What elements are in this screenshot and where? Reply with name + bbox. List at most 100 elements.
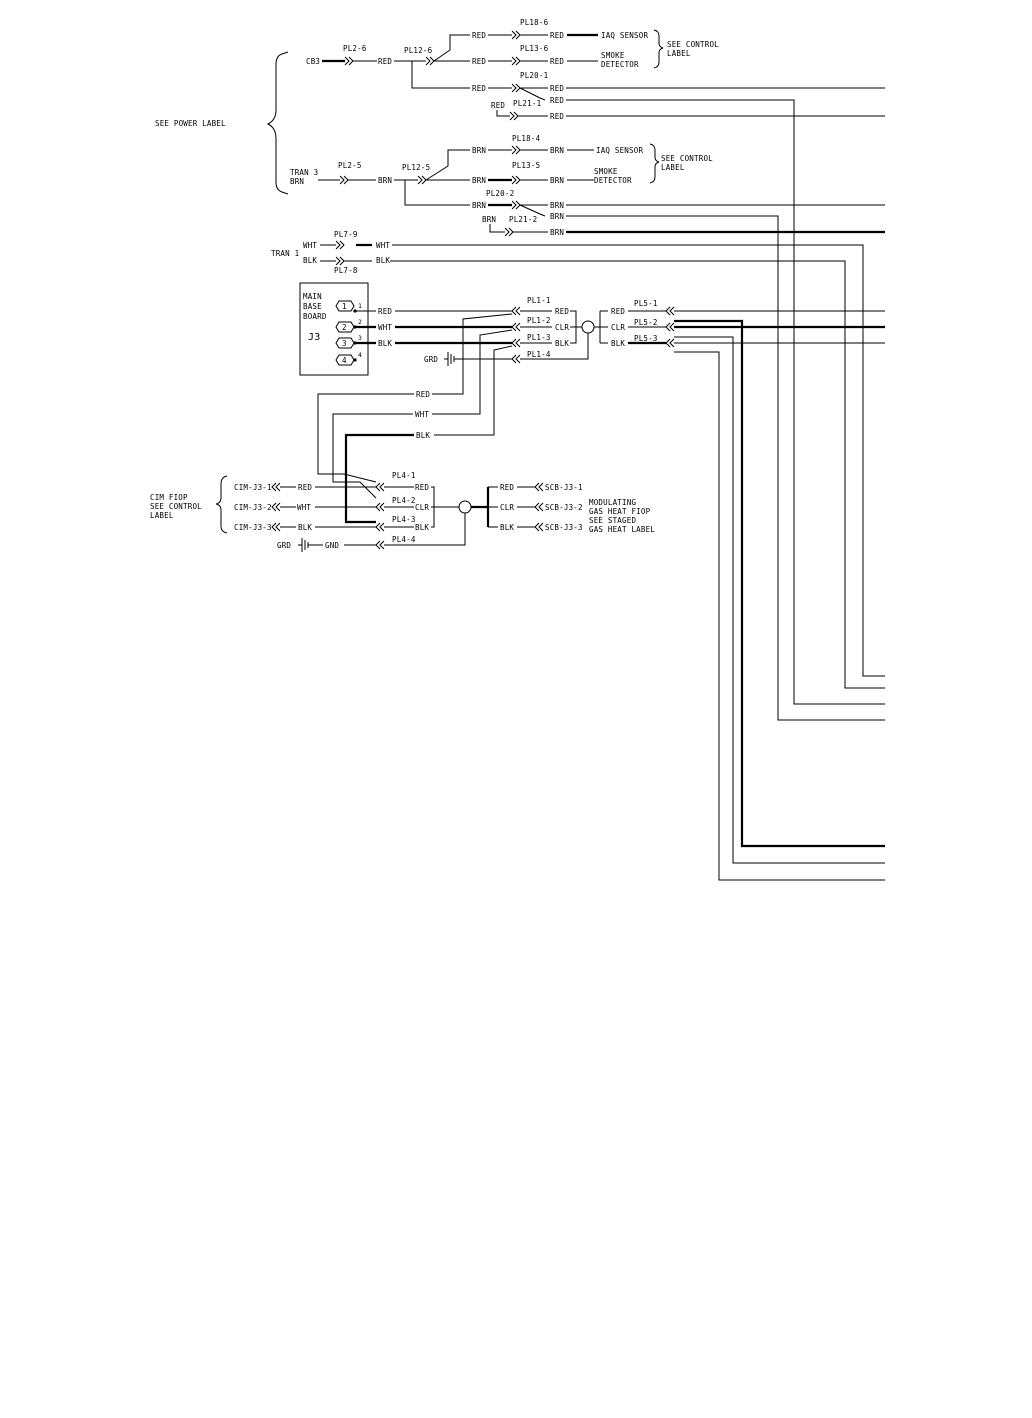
pl18-4-connector [511, 145, 521, 155]
cim-j3-1-label: CIM-J3-1 [234, 483, 272, 492]
tran3-brn-label: BRN [290, 177, 304, 186]
ground-icon [444, 352, 455, 366]
pl4-1-connector [375, 482, 385, 492]
wire-label: BLK [416, 431, 430, 440]
wire-label: WHT [297, 503, 311, 512]
see-power-label: SEE POWER LABEL [155, 119, 226, 128]
pl20-1-label: PL20-1 [520, 71, 548, 80]
pl7-8-connector [335, 256, 345, 266]
smoke-detector-label: DETECTOR [594, 176, 632, 185]
wire-label: WHT [303, 241, 317, 250]
ground-label: GRD [277, 541, 291, 550]
wire-label: BRN [550, 228, 564, 237]
iaq-sensor-label: IAQ SENSOR [601, 31, 648, 40]
cim-j3-2-connector [271, 502, 281, 512]
pl20-2-connector [511, 200, 521, 210]
pl18-4-label: PL18-4 [512, 134, 541, 143]
see-control-label: LABEL [661, 163, 685, 172]
svg-text:4: 4 [358, 351, 362, 359]
wire-label: RED [472, 57, 486, 66]
pl4-3-label: PL4-3 [392, 515, 416, 524]
pl4-4-label: PL4-4 [392, 535, 416, 544]
pl5-2-connector [665, 322, 675, 332]
pl1-3-connector [511, 338, 521, 348]
wire-label: BLK [611, 339, 625, 348]
wire-label: RED [298, 483, 312, 492]
wire-label: RED [472, 31, 486, 40]
ground-icon [298, 538, 309, 552]
board-label: BASE [303, 302, 322, 311]
board-label: BOARD [303, 312, 327, 321]
smoke-detector-label: SMOKE [594, 167, 618, 176]
svg-text:1: 1 [342, 302, 347, 311]
modulating-label: GAS HEAT FIOP [589, 507, 651, 516]
scb-j3-2-connector [534, 502, 544, 512]
gnd-label: GND [325, 541, 339, 550]
pl21-1-connector [509, 111, 519, 121]
tran1-label: TRAN 1 [271, 249, 299, 258]
wire-label: RED [500, 483, 514, 492]
svg-text:2: 2 [342, 323, 347, 332]
pl1-1-label: PL1-1 [527, 296, 551, 305]
pl21-2-connector [504, 227, 514, 237]
j3-pin-2: 2 [335, 321, 355, 333]
wire-label: WHT [376, 241, 390, 250]
cim-j3-1-connector [271, 482, 281, 492]
cim-brace [215, 475, 228, 534]
pl4-2-connector [375, 502, 385, 512]
wire-label: RED [555, 307, 569, 316]
wire-label: BRN [550, 176, 564, 185]
pl18-6-label: PL18-6 [520, 18, 549, 27]
main-base-board-box [299, 282, 369, 376]
pl5-3-label: PL5-3 [634, 334, 658, 343]
svg-text:2: 2 [358, 318, 362, 326]
wire-label: BLK [415, 523, 429, 532]
svg-text:3: 3 [358, 334, 362, 342]
cim-section: CIM FIOP SEE CONTROL LABEL CIM-J3-1 CIM-… [150, 471, 655, 552]
pl2-5-label: PL2-5 [338, 161, 362, 170]
cim-label: LABEL [150, 511, 174, 520]
see-control-label: SEE CONTROL [661, 154, 713, 163]
scb-j3-1-label: SCB-J3-1 [545, 483, 583, 492]
pl12-5-label: PL12-5 [402, 163, 430, 172]
wire-label: RED [416, 390, 430, 399]
pl18-6-connector [511, 30, 521, 40]
wire-label: RED [550, 57, 564, 66]
pl7-8-label: PL7-8 [334, 266, 358, 275]
wire-label: BRN [472, 201, 486, 210]
cb3-label: CB3 [306, 57, 320, 66]
pl1-group: PL1-1 PL1-2 PL1-3 PL1-4 RED CLR BLK GRD … [317, 296, 885, 881]
j3-pin-1: 1 [335, 300, 355, 312]
pl13-6-connector [511, 56, 521, 66]
cim-label: CIM FIOP [150, 493, 188, 502]
wire-label: RED [415, 483, 429, 492]
wire-label: BLK [500, 523, 514, 532]
ground-label: GRD [424, 355, 438, 364]
pl5-2-label: PL5-2 [634, 318, 658, 327]
pl4-3-connector [375, 522, 385, 532]
wire-label: RED [550, 84, 564, 93]
modulating-label: SEE STAGED [589, 516, 636, 525]
pl21-2-label: PL21-2 [509, 215, 537, 224]
pl20-1-connector [511, 83, 521, 93]
pl1-1-connector [511, 306, 521, 316]
see-control-label: LABEL [667, 49, 691, 58]
pl7-9-label: PL7-9 [334, 230, 358, 239]
wire-label: CLR [611, 323, 625, 332]
pl20-2-label: PL20-2 [486, 189, 514, 198]
wire-label: RED [378, 307, 392, 316]
pl13-5-label: PL13-5 [512, 161, 540, 170]
cim-label: SEE CONTROL [150, 502, 202, 511]
pl1-2-label: PL1-2 [527, 316, 551, 325]
pl1-2-connector [511, 322, 521, 332]
pl12-5-connector [417, 175, 427, 185]
pl4-2-label: PL4-2 [392, 496, 416, 505]
pl2-6-connector [344, 56, 354, 66]
modulating-label: GAS HEAT LABEL [589, 525, 655, 534]
main-base-board: MAIN BASE BOARD J3 1 2 3 4 1 2 3 4 [299, 282, 512, 376]
j3-pin-3: 3 [335, 337, 355, 349]
pl5-1-connector [665, 306, 675, 316]
pl2-5-connector [339, 175, 349, 185]
pl2-6-label: PL2-6 [343, 44, 367, 53]
